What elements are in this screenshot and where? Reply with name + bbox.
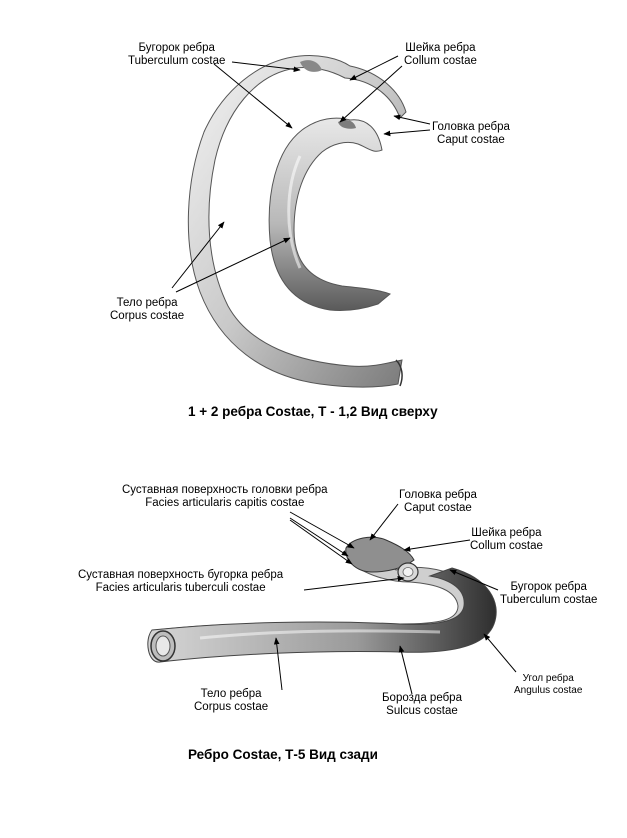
rib-t5 [147, 536, 497, 663]
label-ru: Шейка ребра [471, 527, 542, 539]
second-rib [268, 117, 391, 311]
figure2-caption: Ребро Costae, Т-5 Вид сзади [188, 747, 378, 762]
label-corpus-2: Тело ребра Corpus costae [194, 688, 268, 714]
label-caput-2: Головка ребра Caput costae [399, 489, 477, 515]
label-la: Collum costae [404, 55, 477, 67]
label-angulus: Угол ребра Angulus costae [514, 673, 582, 697]
label-ru: Шейка ребра [405, 42, 476, 54]
label-ru: Угол ребра [522, 673, 574, 684]
label-facies-capitis: Суставная поверхность головки ребра Faci… [122, 484, 328, 510]
label-collum-2: Шейка ребра Collum costae [470, 527, 543, 553]
label-corpus-1: Тело ребра Corpus costae [110, 297, 184, 323]
label-la: Tuberculum costae [500, 594, 598, 606]
label-la: Facies articularis capitis costae [145, 497, 305, 509]
label-la: Sulcus costae [386, 705, 458, 717]
label-la: Caput costae [437, 134, 505, 146]
label-la: Collum costae [470, 540, 543, 552]
label-ru: Суставная поверхность головки ребра [122, 484, 328, 496]
label-la: Corpus costae [110, 310, 185, 322]
fig2-pointer-lines [273, 503, 517, 695]
label-la: Facies articularis tuberculi costae [95, 582, 266, 594]
label-la: Caput costae [404, 502, 472, 514]
figure1-caption: 1 + 2 ребра Costae, T - 1,2 Вид сверху [188, 404, 438, 419]
label-facies-tuberculi: Суставная поверхность бугорка ребра Faci… [78, 569, 283, 595]
label-ru: Суставная поверхность бугорка ребра [78, 569, 284, 581]
label-ru: Тело ребра [200, 688, 262, 700]
label-tuberculum-1: Бугорок ребра Tuberculum costae [128, 42, 225, 68]
first-rib [187, 55, 407, 388]
fig1-pointer-lines [171, 55, 431, 293]
label-ru: Бугорок ребра [138, 42, 215, 54]
label-ru: Борозда ребра [382, 692, 462, 704]
label-collum-1: Шейка ребра Collum costae [404, 42, 477, 68]
label-la: Corpus costae [194, 701, 269, 713]
label-la: Angulus costae [514, 685, 583, 696]
label-ru: Тело ребра [116, 297, 178, 309]
label-ru: Бугорок ребра [510, 581, 587, 593]
label-la: Tuberculum costae [128, 55, 226, 67]
label-sulcus: Борозда ребра Sulcus costae [382, 692, 462, 718]
label-ru: Головка ребра [432, 121, 510, 133]
label-caput-1: Головка ребра Caput costae [432, 121, 510, 147]
label-ru: Головка ребра [399, 489, 477, 501]
label-tuberculum-2: Бугорок ребра Tuberculum costae [500, 581, 597, 607]
